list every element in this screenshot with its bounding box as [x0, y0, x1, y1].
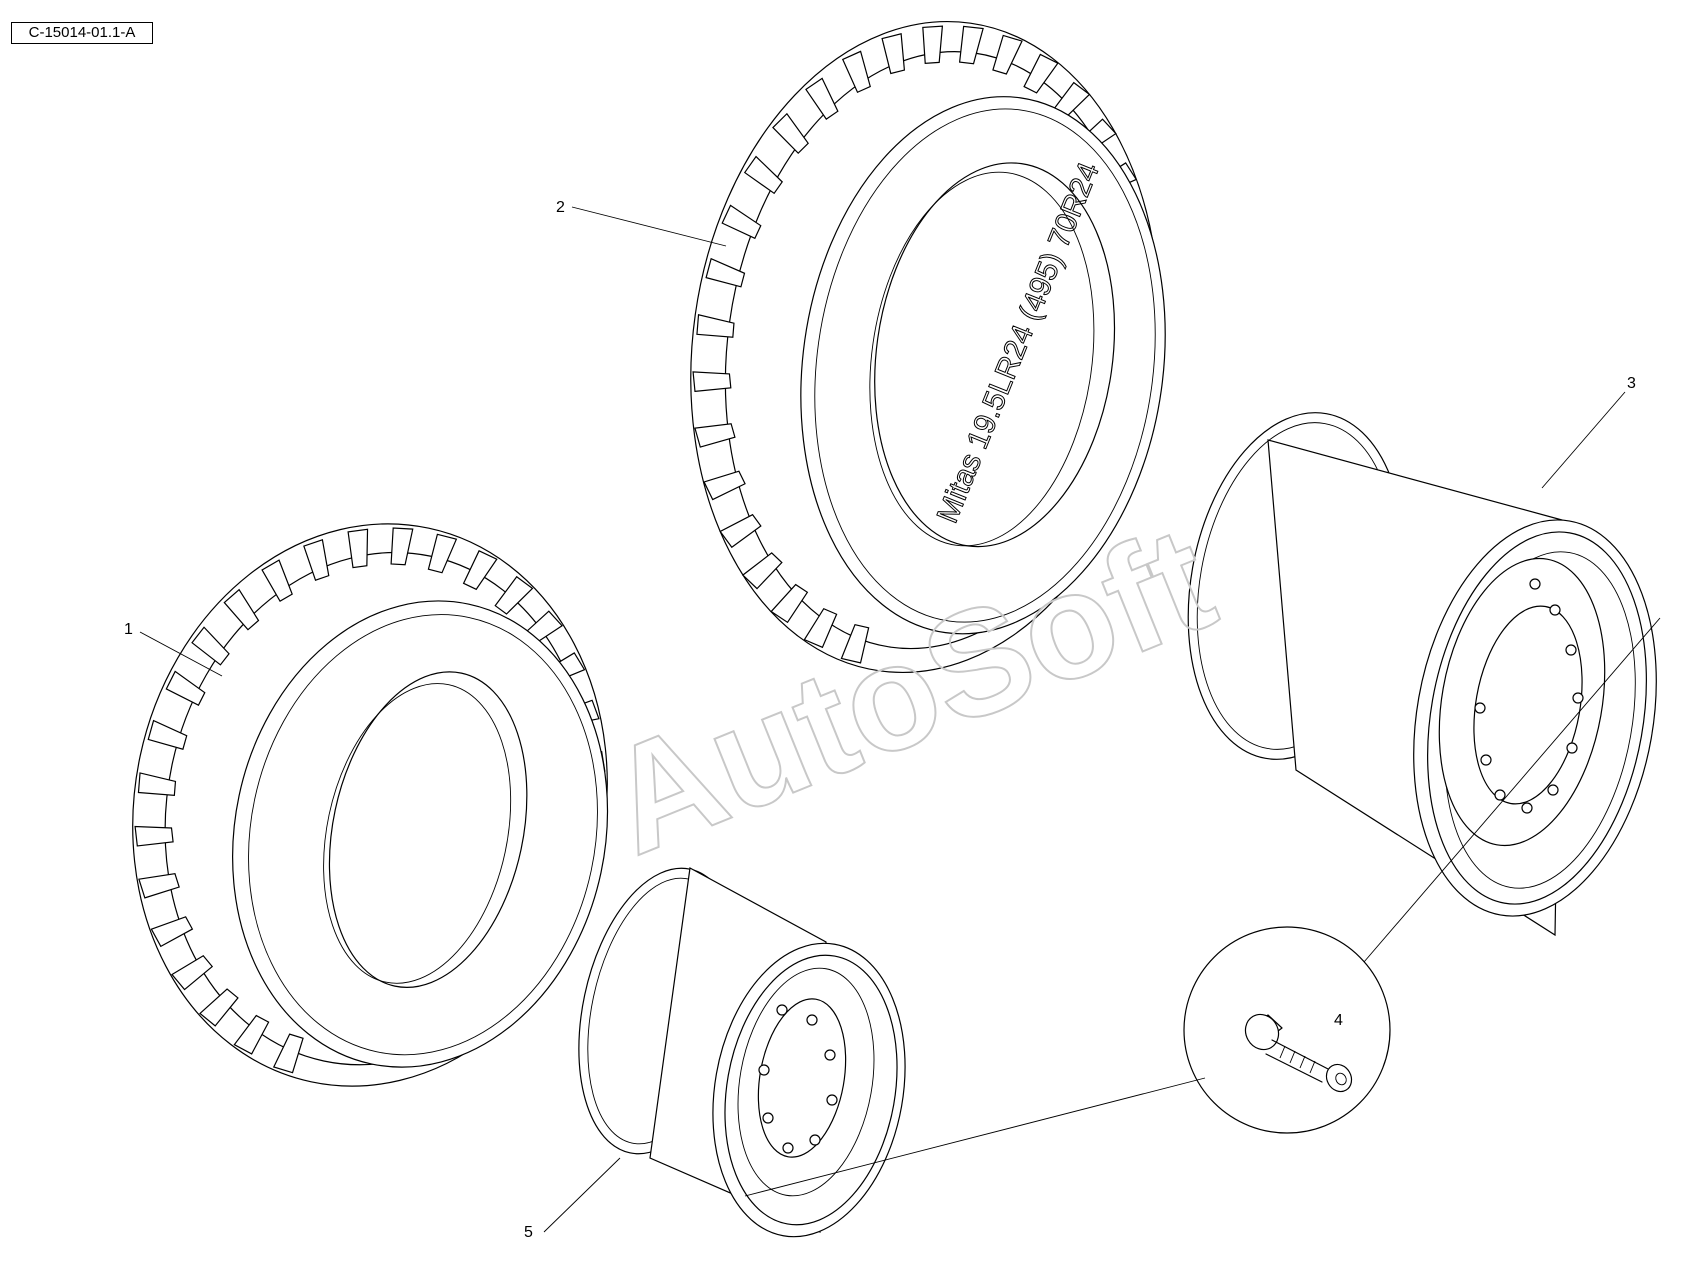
tread-lug — [137, 772, 177, 797]
callout-3: 3 — [1627, 375, 1636, 392]
tread-lug — [743, 155, 784, 195]
tread-lug — [150, 916, 194, 948]
rim-large-bolt-holes — [1474, 578, 1584, 814]
tread-lug — [165, 670, 206, 706]
callout-5: 5 — [524, 1224, 533, 1241]
tread-lug — [805, 77, 839, 120]
tread-lug — [199, 988, 239, 1027]
callout-4: 4 — [1334, 1012, 1343, 1029]
tread-lug — [494, 575, 534, 615]
tread-lug — [261, 559, 293, 602]
tread-lug — [696, 314, 735, 338]
tread-lug — [347, 528, 369, 569]
drawing-reference-code: C-15014-01.1-A — [11, 22, 153, 44]
rim-large[interactable] — [1162, 395, 1686, 937]
tread-lug — [390, 527, 414, 566]
tread-lug — [881, 33, 906, 75]
tread-lug — [134, 825, 174, 847]
rim-small-bolt-holes — [758, 1004, 838, 1154]
tread-lug — [741, 552, 783, 590]
tread-lug — [462, 550, 498, 591]
tread-lug — [922, 25, 944, 64]
callout-2: 2 — [556, 199, 565, 216]
tread-lug — [703, 470, 746, 501]
tread-lug — [841, 50, 871, 94]
valve-stem[interactable] — [1183, 926, 1391, 1134]
tread-lug — [223, 588, 260, 631]
tread-lug — [138, 872, 180, 899]
tread-lug — [272, 1033, 304, 1074]
tread-lug — [233, 1014, 270, 1055]
tread-lug — [191, 626, 230, 666]
tread-lug — [303, 538, 330, 581]
tread-lug — [1023, 53, 1059, 94]
tread-lug — [147, 719, 188, 750]
callout-numbers: 1 2 3 4 5 — [124, 199, 1636, 1241]
tread-lug — [770, 583, 809, 624]
tread-lug — [171, 954, 214, 991]
tread-lug — [705, 257, 746, 288]
tread-lug — [692, 371, 732, 393]
tire-small[interactable] — [81, 479, 663, 1131]
tread-lug — [721, 204, 762, 240]
callout-1: 1 — [124, 621, 133, 638]
tread-lug — [719, 513, 762, 549]
tread-lug — [772, 112, 809, 155]
tread-lug — [958, 25, 984, 65]
leader-lines — [139, 206, 1661, 1233]
tread-lug — [992, 34, 1023, 75]
tread-lug — [803, 607, 838, 649]
tread-lug — [840, 623, 870, 664]
tread-lug — [427, 533, 458, 574]
tire-large[interactable] — [650, 0, 1208, 704]
tread-lug — [694, 423, 736, 448]
rim-small[interactable] — [555, 853, 928, 1252]
